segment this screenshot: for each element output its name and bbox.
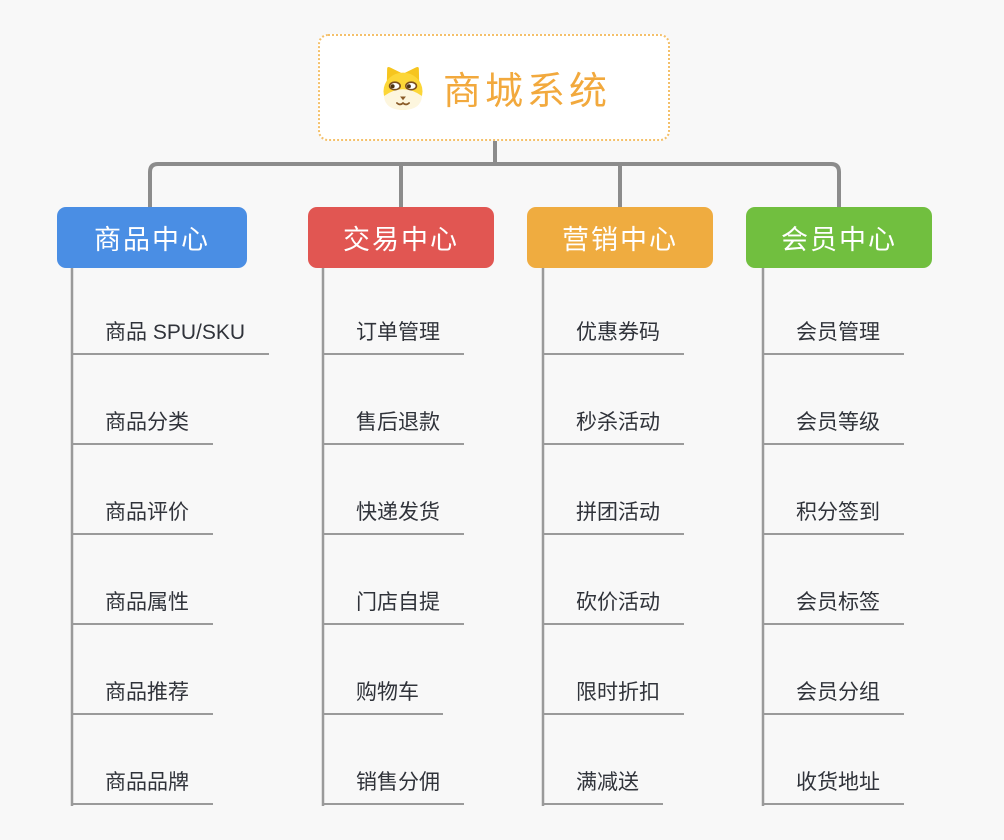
main-connectors [148, 141, 841, 210]
mindmap-item[interactable]: 限时折扣 [543, 679, 684, 715]
branch-label: 交易中心 [343, 225, 459, 255]
mindmap-item[interactable]: 会员分组 [763, 679, 904, 715]
column-lines [70, 267, 765, 806]
root-node[interactable]: 商城系统 [318, 34, 670, 141]
mindmap-item[interactable]: 商品品牌 [72, 769, 213, 805]
mindmap-item[interactable]: 会员标签 [763, 589, 904, 625]
branch-member-center[interactable]: 会员中心 [746, 207, 932, 268]
mindmap-item[interactable]: 商品属性 [72, 589, 213, 625]
items-member-center: 会员管理会员等级积分签到会员标签会员分组收货地址 [763, 0, 904, 840]
mindmap-item[interactable]: 售后退款 [323, 409, 464, 445]
branch-product-center[interactable]: 商品中心 [57, 207, 247, 268]
mindmap-item[interactable]: 快递发货 [323, 499, 464, 535]
mindmap-item[interactable]: 商品评价 [72, 499, 213, 535]
branch-label: 商品中心 [94, 225, 210, 255]
mindmap-item[interactable]: 商品 SPU/SKU [72, 319, 270, 355]
mindmap-item[interactable]: 优惠券码 [543, 319, 684, 355]
mindmap-item[interactable]: 积分签到 [763, 499, 904, 535]
mindmap-item[interactable]: 销售分佣 [323, 769, 464, 805]
items-product-center: 商品 SPU/SKU 商品分类商品评价商品属性商品推荐商品品牌 [72, 0, 270, 840]
root-title: 商城系统 [442, 71, 611, 113]
items-marketing-center: 优惠券码秒杀活动拼团活动砍价活动限时折扣满减送 [543, 0, 684, 840]
branch-label: 会员中心 [781, 225, 897, 255]
mindmap-item[interactable]: 订单管理 [323, 319, 464, 355]
branch-label: 营销中心 [562, 225, 678, 255]
mindmap-item[interactable]: 会员管理 [763, 319, 904, 355]
mindmap-item[interactable]: 秒杀活动 [543, 409, 684, 445]
mindmap-item[interactable]: 门店自提 [323, 589, 464, 625]
mindmap-item[interactable]: 收货地址 [763, 769, 904, 805]
mindmap-item[interactable]: 商品分类 [72, 409, 213, 445]
mindmap-item[interactable]: 满减送 [543, 769, 663, 805]
mindmap-item[interactable]: 会员等级 [763, 409, 904, 445]
branch-trade-center[interactable]: 交易中心 [308, 207, 494, 268]
mindmap-item[interactable]: 购物车 [323, 679, 443, 715]
mindmap-item[interactable]: 砍价活动 [543, 589, 684, 625]
mindmap-item[interactable]: 拼团活动 [543, 499, 684, 535]
branch-marketing-center[interactable]: 营销中心 [527, 207, 713, 268]
mindmap-item[interactable]: 商品推荐 [72, 679, 213, 715]
items-trade-center: 订单管理售后退款快递发货门店自提购物车销售分佣 [323, 0, 464, 840]
dog-face-icon [383, 66, 423, 110]
